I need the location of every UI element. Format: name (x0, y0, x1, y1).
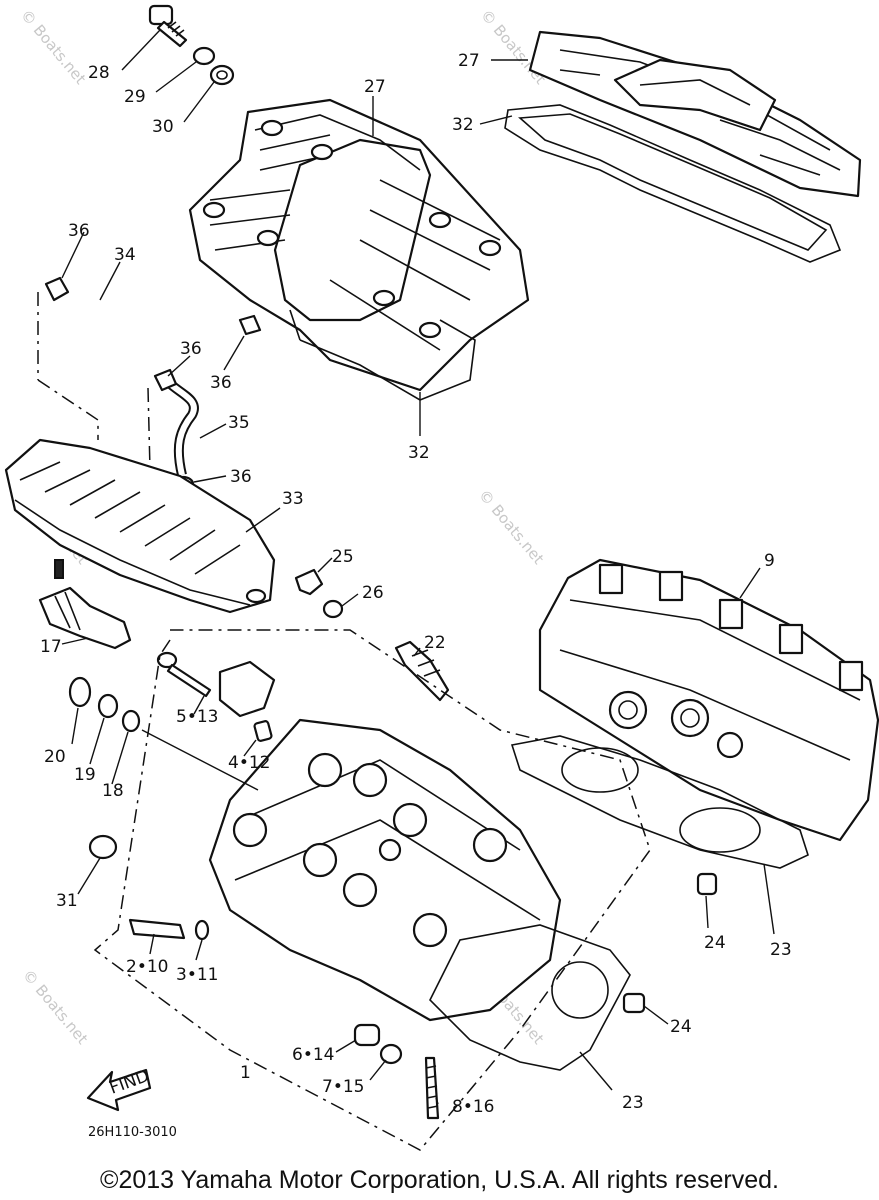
cap-26[interactable] (322, 599, 344, 619)
head-gasket-rear[interactable] (510, 735, 809, 869)
callout-31[interactable]: 31 (56, 891, 78, 911)
callout-32-rear[interactable]: 32 (452, 115, 474, 135)
callout-36-c[interactable]: 36 (210, 373, 232, 393)
hose-clamp-36-c[interactable] (153, 368, 178, 392)
washer-7[interactable] (379, 1043, 403, 1065)
hose-clamp-36-a[interactable] (44, 276, 70, 302)
callout-24-a[interactable]: 24 (704, 933, 726, 953)
washer-29[interactable] (192, 46, 216, 66)
callout-34[interactable]: 34 (114, 245, 136, 265)
drawing-code: 26H110-3010 (88, 1125, 177, 1140)
callout-18[interactable]: 18 (102, 781, 124, 801)
nipple-25[interactable] (294, 568, 324, 596)
callout-23-b[interactable]: 23 (622, 1093, 644, 1113)
ring-3[interactable] (194, 919, 210, 941)
o-ring-19[interactable] (97, 693, 119, 719)
cylinder-head-cover-rear[interactable] (528, 30, 862, 198)
callout-19[interactable]: 19 (74, 765, 96, 785)
callout-36-b[interactable]: 36 (180, 339, 202, 359)
callout-27-rear[interactable]: 27 (458, 51, 480, 71)
o-ring-18[interactable] (121, 709, 141, 733)
o-ring-20[interactable] (68, 676, 92, 708)
callout-30[interactable]: 30 (152, 117, 174, 137)
cylinder-head-front[interactable] (208, 718, 562, 1022)
find-arrow-icon: FIND (86, 1066, 152, 1112)
callout-22[interactable]: 22 (424, 633, 446, 653)
cover-gasket-front[interactable] (289, 309, 476, 401)
watermark-1: © Boats.net (17, 6, 90, 88)
callout-5-13[interactable]: 5•13 (176, 707, 218, 727)
breather-hose-35[interactable] (165, 379, 197, 476)
callout-32-front[interactable]: 32 (408, 443, 430, 463)
air-duct-33[interactable] (4, 438, 276, 614)
callout-29[interactable]: 29 (124, 87, 146, 107)
parts-diagram: © Boats.net © Boats.net © Boats.net © Bo… (4, 4, 879, 1151)
callout-35[interactable]: 35 (228, 413, 250, 433)
callout-9[interactable]: 9 (764, 551, 775, 571)
callout-24-b[interactable]: 24 (670, 1017, 692, 1037)
washer-30[interactable] (209, 64, 235, 86)
callout-25[interactable]: 25 (332, 547, 354, 567)
breather-hose-34[interactable] (61, 294, 251, 361)
cylinder-head-rear[interactable] (538, 558, 879, 842)
callout-2-10[interactable]: 2•10 (126, 957, 168, 977)
cam-sensor-housing[interactable] (218, 660, 276, 718)
cylinder-head-cover-front[interactable] (188, 98, 530, 392)
callout-3-11[interactable]: 3•11 (176, 965, 218, 985)
callout-27-front[interactable]: 27 (364, 77, 386, 97)
callout-28[interactable]: 28 (88, 63, 110, 83)
hose-clamp-36-b[interactable] (238, 314, 262, 336)
head-gasket-front[interactable] (429, 924, 631, 1071)
callout-36-a[interactable]: 36 (68, 221, 90, 241)
cover-gasket-rear[interactable] (504, 104, 842, 263)
watermark-4: © Boats.net (475, 486, 548, 568)
leader-lines (61, 29, 775, 1105)
fitting-17[interactable] (38, 559, 132, 650)
callout-36-d[interactable]: 36 (230, 467, 252, 487)
watermark-5: © Boats.net (19, 966, 92, 1048)
callout-6-14[interactable]: 6•14 (292, 1045, 334, 1065)
dowel-24-a[interactable] (696, 872, 718, 896)
callout-33[interactable]: 33 (282, 489, 304, 509)
callout-7-15[interactable]: 7•15 (322, 1077, 364, 1097)
bolt-28[interactable] (148, 4, 188, 48)
callout-4-12[interactable]: 4•12 (228, 753, 270, 773)
pin-2[interactable] (128, 918, 186, 940)
copyright-notice: ©2013 Yamaha Motor Corporation, U.S.A. A… (100, 1166, 779, 1194)
dowel-24-b[interactable] (622, 992, 646, 1014)
callout-17[interactable]: 17 (40, 637, 62, 657)
callout-1[interactable]: 1 (240, 1063, 251, 1083)
callout-26[interactable]: 26 (362, 583, 384, 603)
callout-8-16[interactable]: 8•16 (452, 1097, 494, 1117)
dowel-4[interactable] (253, 720, 273, 742)
assembly-outline (93, 629, 651, 1151)
callout-23-a[interactable]: 23 (770, 940, 792, 960)
plug-6[interactable] (353, 1023, 381, 1047)
plug-31[interactable] (88, 834, 118, 860)
callouts: 28 29 30 27 27 32 32 36 34 36 36 35 36 3… (40, 51, 792, 1117)
callout-20[interactable]: 20 (44, 747, 66, 767)
bolt-5[interactable] (156, 651, 212, 698)
